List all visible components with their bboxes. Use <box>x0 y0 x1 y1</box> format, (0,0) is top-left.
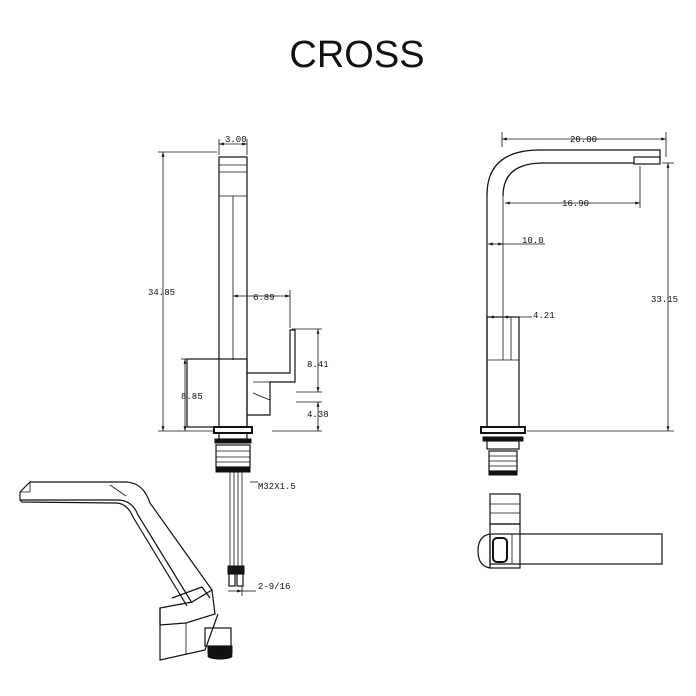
dim-thread: M32X1.5 <box>258 482 296 492</box>
side-spout-inner <box>502 162 634 197</box>
side-spout-outer <box>486 149 661 427</box>
dim-front-top-width: 3.00 <box>225 135 247 145</box>
top-body-upper <box>489 493 521 525</box>
dim-side-spout-reach: 16.90 <box>562 199 589 209</box>
front-threaded-shank <box>215 444 251 468</box>
top-view <box>477 493 663 569</box>
dim-front-base-height: 8.85 <box>181 392 203 402</box>
drawing-title: CROSS <box>289 34 424 76</box>
side-view: 20.00 16.90 10.0 4.21 33.15 <box>480 132 678 476</box>
persp-spout-top <box>19 481 213 591</box>
dim-front-handle-height: 8.41 <box>307 360 329 370</box>
front-handle <box>247 329 296 416</box>
dim-front-lever-height: 4.38 <box>307 410 329 420</box>
front-hose-left <box>229 471 235 567</box>
front-hose-right <box>237 471 243 567</box>
dim-hose: 2-9/16 <box>258 582 290 592</box>
dim-side-body-offset: 4.21 <box>533 311 555 321</box>
dim-side-neck-offset: 10.0 <box>522 236 544 246</box>
dim-side-reach: 20.00 <box>570 135 597 145</box>
front-view: 3.00 34.85 6.89 8.41 8.85 4.38 M32X1.5 2… <box>148 135 329 596</box>
dim-front-height: 34.85 <box>148 288 175 298</box>
dim-front-handle-offset: 6.89 <box>253 293 275 303</box>
dim-side-height: 33.15 <box>651 295 678 305</box>
perspective-view <box>19 481 233 661</box>
top-spout <box>489 533 663 565</box>
